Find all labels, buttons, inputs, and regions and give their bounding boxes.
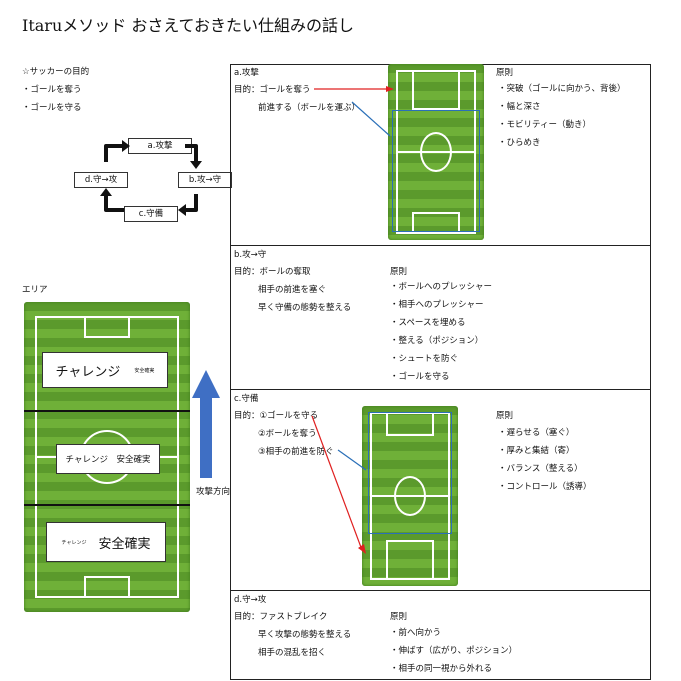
- section-b-sub-purpose-1: 相手の前進を塞ぐ: [258, 285, 327, 295]
- section-a-title: a.攻撃: [234, 68, 259, 78]
- section-a-pitch: [388, 64, 484, 240]
- page-title: Itaruメソッド おさえておきたい仕組みの話し: [22, 16, 355, 35]
- area-middle-text: チャレンジ 安全確実: [65, 455, 151, 465]
- section-b-principle-2: ・相手へのプレッシャー: [390, 300, 484, 310]
- section-c-principle-head: 原則: [496, 411, 514, 421]
- area-divider-1: [24, 410, 190, 412]
- section-c-principle-1: ・遅らせる（塞ぐ）: [498, 428, 575, 438]
- section-c-sub-purpose-2: ③相手の前進を防ぐ: [258, 447, 334, 457]
- cycle-arrows: [100, 140, 202, 216]
- section-c-purpose: 目的：①ゴールを守る: [234, 411, 319, 421]
- section-d-title: d.守→攻: [234, 595, 267, 605]
- section-c-principle-2: ・厚みと集結（寄）: [498, 446, 575, 456]
- cycle-arrow-c-d: [104, 196, 124, 212]
- section-b-sub-purpose-2: 早く守備の態勢を整える: [258, 303, 352, 313]
- area-top-big-text: チャレンジ: [55, 364, 121, 380]
- section-d-sub-purpose-2: 相手の混乱を招く: [258, 648, 327, 658]
- table-right-border: [650, 64, 651, 680]
- attack-direction-label: 攻撃方向: [196, 487, 231, 497]
- section-a-purpose: 目的：ゴールを奪う: [234, 85, 311, 95]
- pitch-bottom-penalty-area: [84, 576, 130, 598]
- section-c-principle-3: ・バランス（整える）: [498, 464, 583, 474]
- section-c-principle-4: ・コントロール（誘導）: [498, 482, 592, 492]
- section-b-principle-head: 原則: [390, 267, 408, 277]
- section-d-principle-1: ・前へ向かう: [390, 628, 442, 638]
- cycle-defense-box: c.守備: [124, 206, 178, 222]
- cycle-attack-to-defense-box: b.攻→守: [178, 172, 232, 188]
- table-left-border: [230, 64, 231, 680]
- pitch-top-penalty-area: [84, 316, 130, 338]
- section-b-purpose: 目的：ボールの奪取: [234, 267, 311, 277]
- area-bottom-small-text: チャレンジ: [61, 539, 87, 546]
- section-a-highlight-zone: [392, 110, 480, 232]
- area-top-label: チャレンジ 安全確実: [42, 352, 168, 388]
- area-heading: エリア: [22, 285, 48, 295]
- area-bottom-big-text: 安全確実: [98, 536, 151, 552]
- cycle-arrow-b-c: [186, 194, 198, 212]
- section-b-principle-1: ・ボールへのプレッシャー: [390, 282, 493, 292]
- section-c-connectors: [311, 415, 367, 554]
- section-a-sub-purpose: 前進する（ボールを運ぶ）: [258, 103, 361, 113]
- purpose-heading: ☆サッカーの目的: [22, 67, 90, 77]
- section-b-principle-3: ・スペースを埋める: [390, 318, 466, 328]
- table-divider-bc: [230, 389, 651, 390]
- purpose-item-1: ・ゴールを奪う: [22, 85, 82, 95]
- area-bottom-label: チャレンジ 安全確実: [46, 522, 166, 562]
- section-b-principle-4: ・整える（ポジション）: [390, 336, 484, 346]
- purpose-item-2: ・ゴールを守る: [22, 103, 82, 113]
- section-a-principle-4: ・ひらめき: [498, 138, 541, 148]
- section-a-connectors: [314, 86, 394, 137]
- area-divider-2: [24, 504, 190, 506]
- section-d-sub-purpose-1: 早く攻撃の態勢を整える: [258, 630, 352, 640]
- section-a-principle-head: 原則: [496, 68, 514, 78]
- section-c-highlight-zone: [368, 412, 452, 534]
- area-top-small-text: 安全確実: [134, 367, 155, 374]
- section-b-principle-5: ・シュートを防ぐ: [390, 354, 459, 364]
- area-middle-label: チャレンジ 安全確実: [56, 444, 160, 474]
- cycle-arrow-a-b: [185, 144, 198, 161]
- section-d-principle-head: 原則: [390, 612, 408, 622]
- section-d-principle-2: ・伸ばす（広がり、ポジション）: [390, 646, 518, 656]
- table-bottom-border: [230, 679, 651, 680]
- section-b-principle-6: ・ゴールを守る: [390, 372, 450, 382]
- section-c-pitch: [362, 406, 458, 586]
- cycle-arrow-d-a: [104, 144, 122, 162]
- table-divider-cd: [230, 590, 651, 591]
- section-a-principle-2: ・幅と深さ: [498, 102, 541, 112]
- cycle-defense-to-attack-box: d.守→攻: [74, 172, 128, 188]
- table-divider-ab: [230, 245, 651, 246]
- section-d-purpose: 目的：ファストブレイク: [234, 612, 328, 622]
- section-b-title: b.攻→守: [234, 250, 267, 260]
- section-a-principle-3: ・モビリティー（動き）: [498, 120, 591, 130]
- section-c-title: c.守備: [234, 394, 259, 404]
- attack-direction-arrow: [192, 370, 220, 478]
- section-a-principle-1: ・突破（ゴールに向かう、背後）: [498, 84, 626, 94]
- section-d-principle-3: ・相手の同一視から外れる: [390, 664, 493, 674]
- section-c-sub-purpose-1: ②ボールを奪う: [258, 429, 317, 439]
